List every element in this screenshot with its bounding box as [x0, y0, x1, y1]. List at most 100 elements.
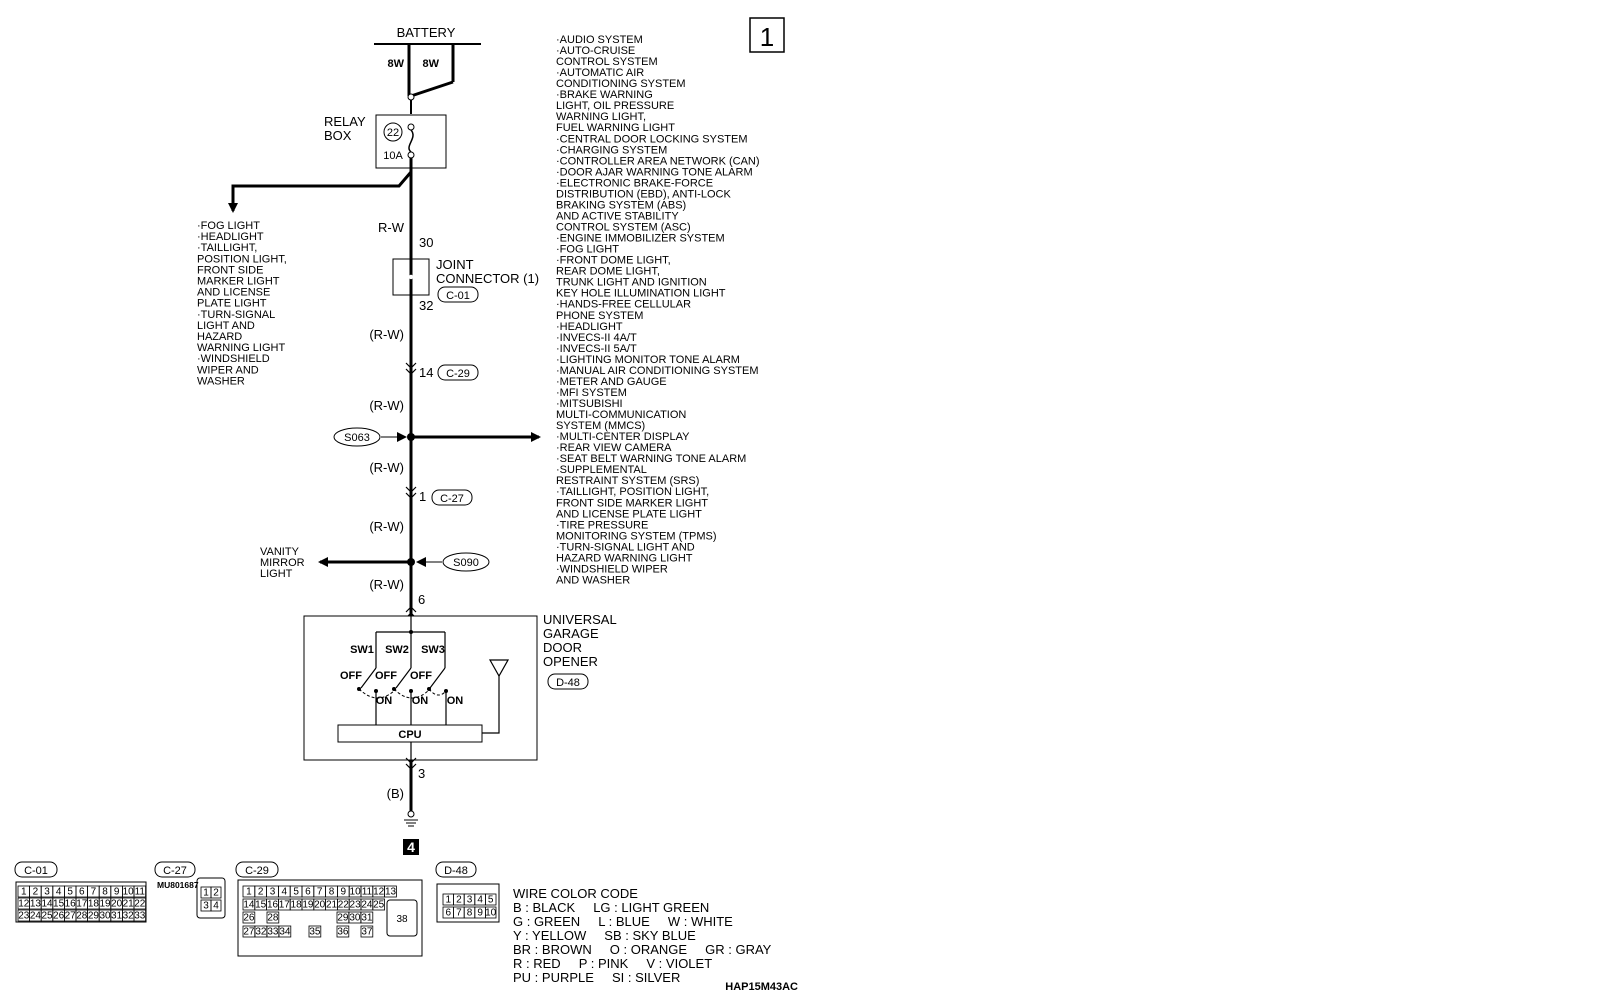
c01-pin: 30	[99, 911, 111, 922]
c01-pin: 4	[56, 887, 62, 898]
relay-box: RELAY BOX 22 10A	[324, 93, 447, 169]
d48-pin: 1	[446, 895, 452, 906]
c29-pin: 19	[302, 900, 314, 911]
c01-pin: 32	[123, 911, 135, 922]
wire-color-line-1: B : BLACK LG : LIGHT GREEN	[513, 900, 709, 915]
opener-label-4: OPENER	[543, 654, 598, 669]
load-item: HAZARD	[197, 331, 242, 343]
vanity-label-2: MIRROR	[260, 557, 305, 569]
load-item: ·CENTRAL DOOR LOCKING SYSTEM	[556, 133, 748, 145]
splice-s090: S090 VANITY MIRROR LIGHT	[260, 546, 490, 580]
fuse-number: 22	[387, 127, 399, 139]
c01-pin: 9	[114, 887, 120, 898]
c29-pin: 1	[246, 887, 252, 898]
c29-pin: 21	[326, 900, 338, 911]
c29-pin: 22	[338, 900, 350, 911]
wire-label-rw-6: (R-W)	[369, 577, 404, 592]
load-item: ·INVECS-II 4A/T	[556, 332, 637, 344]
c29-pin: 5	[293, 887, 299, 898]
c27-junction: 1 C-27	[405, 486, 473, 506]
opener-code: D-48	[556, 677, 580, 689]
s063-label: S063	[344, 432, 370, 444]
d48-pin: 9	[477, 908, 483, 919]
c01-pin: 26	[53, 911, 65, 922]
load-item: ·TURN-SIGNAL LIGHT AND	[556, 541, 695, 553]
opener-pin-out: 3	[418, 766, 425, 781]
load-item: LIGHT, OIL PRESSURE	[556, 100, 674, 112]
c29-pin: 36	[337, 927, 349, 938]
c01-pin: 16	[65, 899, 77, 910]
off-label-1: OFF	[340, 670, 362, 682]
c01-pin: 3	[44, 887, 50, 898]
c01-pin: 18	[88, 899, 100, 910]
wire-color-line-6: PU : PURPLE SI : SILVER	[513, 970, 680, 985]
joint-code: C-01	[446, 290, 470, 302]
c29-junction: 14 C-29	[405, 362, 479, 381]
d48-connector-code: D-48	[444, 865, 468, 877]
c29-pin: 13	[385, 887, 397, 898]
relay-box-label-1: RELAY	[324, 114, 366, 129]
page-number-box: 1	[749, 17, 785, 53]
wire-label-rw-4: (R-W)	[369, 460, 404, 475]
load-item: ·AUTOMATIC AIR	[556, 67, 644, 79]
c29-pin: 16	[267, 900, 279, 911]
load-item: AND LICENSE	[197, 287, 270, 299]
wire-color-line-5: R : RED P : PINK V : VIOLET	[513, 956, 712, 971]
d48-pin: 6	[446, 908, 452, 919]
battery-label: BATTERY	[397, 25, 456, 40]
joint-label-2: CONNECTOR (1)	[436, 271, 539, 286]
c29-pin: 10	[350, 887, 362, 898]
load-item: ·MITSUBISHI	[556, 398, 623, 410]
c01-pin: 23	[18, 911, 30, 922]
sw3-label: SW3	[421, 644, 445, 656]
opener-pin-in: 6	[418, 592, 425, 607]
c29-pin: 6	[305, 887, 311, 898]
load-item: ·CHARGING SYSTEM	[556, 144, 667, 156]
wire-color-code: WIRE COLOR CODE B : BLACK LG : LIGHT GRE…	[513, 886, 772, 985]
load-item: ·REAR VIEW CAMERA	[556, 442, 672, 454]
load-item: ·MANUAL AIR CONDITIONING SYSTEM	[556, 365, 759, 377]
c01-pin: 17	[76, 899, 88, 910]
c29-pin-big: 38	[396, 914, 408, 925]
c27-pin: 1	[203, 888, 209, 899]
c29-pin: 3	[270, 887, 276, 898]
load-item: MONITORING SYSTEM (TPMS)	[556, 530, 717, 542]
c29-pin: 18	[291, 900, 303, 911]
d48-pin: 2	[456, 895, 462, 906]
joint-pin-out: 32	[419, 298, 433, 313]
load-item: CONTROL SYSTEM (ASC)	[556, 222, 691, 234]
page-number: 1	[760, 22, 774, 52]
load-item: ·HEADLIGHT	[556, 321, 623, 333]
c27-pin: 4	[213, 901, 219, 912]
load-item: SYSTEM (MMCS)	[556, 420, 645, 432]
garage-door-opener: 6 SW1 SW2 SW3 OFF OFF OFF ON ON ON CPU	[303, 592, 617, 781]
load-item: ·AUTO-CRUISE	[556, 45, 635, 57]
load-item: ·BRAKE WARNING	[556, 89, 653, 101]
c29-pin: 17	[279, 900, 291, 911]
load-item: HAZARD WARNING LIGHT	[556, 552, 693, 564]
load-item: WIPER AND	[197, 364, 259, 376]
c29-pin: 7	[317, 887, 323, 898]
wire-color-line-2: G : GREEN L : BLUE W : WHITE	[513, 914, 733, 929]
load-item: PLATE LIGHT	[197, 298, 267, 310]
c29-pin: 4	[282, 887, 288, 898]
c29-pin: 8	[329, 887, 335, 898]
load-item: ·WINDSHIELD	[197, 353, 270, 365]
load-item: ·WINDSHIELD WIPER	[556, 563, 668, 575]
ground-symbol: 4	[403, 810, 419, 855]
c29-pin: 30	[349, 913, 361, 924]
c29-pin: 29	[337, 913, 349, 924]
joint-connector: 30 32 JOINT CONNECTOR (1) C-01	[392, 235, 539, 313]
load-item: ·METER AND GAUGE	[556, 376, 667, 388]
c29-pin: 32	[255, 927, 267, 938]
load-item: BRAKING SYSTEM (ABS)	[556, 199, 686, 211]
drawing-code: HAP15M43AC	[725, 981, 798, 993]
c01-pin: 11	[135, 887, 146, 898]
load-item: ·ELECTRONIC BRAKE-FORCE	[556, 177, 713, 189]
load-item: MARKER LIGHT	[197, 276, 280, 288]
c01-pin: 29	[88, 911, 100, 922]
load-item: ·AUDIO SYSTEM	[556, 34, 643, 46]
fuse-rating: 10A	[383, 150, 403, 162]
sw1-label: SW1	[350, 644, 374, 656]
